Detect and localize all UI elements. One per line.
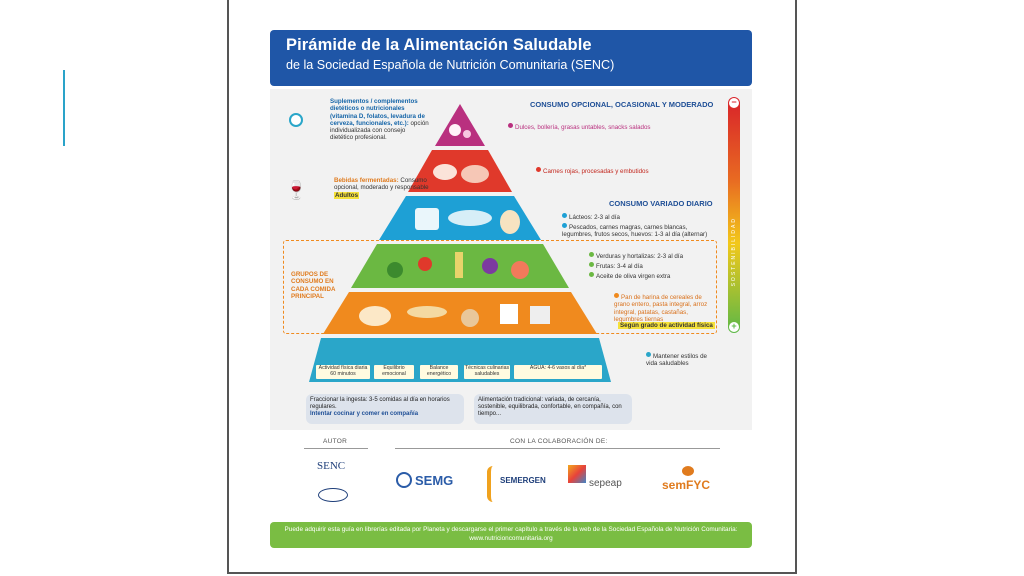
page-title: Pirámide de la Alimentación Saludable xyxy=(286,36,592,54)
page-subtitle: de la Sociedad Española de Nutrición Com… xyxy=(286,58,615,72)
meats-dot xyxy=(536,167,541,172)
dairy-text: Lácteos: 2-3 al día xyxy=(569,214,620,221)
semergen-emblem xyxy=(487,466,499,502)
drinks-tag: Adultos xyxy=(334,191,360,199)
pyramid-tier-cereals xyxy=(323,292,597,334)
semfyc-logo: semFYC xyxy=(662,478,711,492)
fruit-dot xyxy=(589,262,594,267)
traditional-box: Alimentación tradicional: variada, de ce… xyxy=(474,394,632,424)
fruit-text: Frutas: 3-4 al día xyxy=(596,263,643,270)
colab-rule xyxy=(395,448,720,449)
base-label-water: AGUA: 4-6 vasos al día* xyxy=(514,365,602,379)
semergen-logo: SEMERGEN xyxy=(500,476,546,485)
sweets-note: Dulces, bollería, grasas untables, snack… xyxy=(508,123,651,131)
supplements-detail: opción individualizada con consejo dieté… xyxy=(330,119,429,142)
fraction-box: Fraccionar la ingesta: 3-5 comidas al dí… xyxy=(306,394,464,424)
base-label-activity: Actividad física diaria 60 minutos xyxy=(316,365,370,379)
supplements-icon xyxy=(289,113,303,127)
supplements-note: Suplementos / complementos dietéticos o … xyxy=(330,98,430,142)
groups-frame xyxy=(283,240,717,334)
colab-label: CON LA COLABORACIÓN DE: xyxy=(510,438,608,445)
minus-icon: − xyxy=(729,98,739,108)
meats-text: Carnes rojas, procesadas y embutidos xyxy=(543,168,649,175)
veg-dot xyxy=(589,252,594,257)
fruit-note: Frutas: 3-4 al día xyxy=(589,262,643,270)
base-label-energy: Balance energético xyxy=(420,365,458,379)
sweets-text: Dulces, bollería, grasas untables, snack… xyxy=(515,124,651,131)
protein-note: Pescados, carnes magras, carnes blancas,… xyxy=(562,223,714,239)
semg-emblem xyxy=(396,472,412,488)
semfyc-emblem xyxy=(682,466,694,476)
cereals-text: Pan de harina de cereales de grano enter… xyxy=(614,294,708,323)
food-pyramid xyxy=(309,104,611,382)
meats-note: Carnes rojas, procesadas y embutidos xyxy=(536,167,649,175)
protein-text: Pescados, carnes magras, carnes blancas,… xyxy=(562,224,708,239)
oil-dot xyxy=(589,272,594,277)
groups-label: GRUPOS DE CONSUMO EN CADA COMIDA PRINCIP… xyxy=(291,271,336,300)
autor-rule xyxy=(304,448,368,449)
title-banner: Pirámide de la Alimentación Saludable de… xyxy=(270,30,752,86)
autor-label: AUTOR xyxy=(323,438,348,445)
sustainability-meter: − SOSTENIBILIDAD + xyxy=(728,97,740,333)
senc-emblem xyxy=(318,488,348,502)
base-label-emotional: Equilibrio emocional xyxy=(374,365,414,379)
lifestyle-text: Mantener estilos de vida saludables xyxy=(646,353,707,368)
senc-logo: SENC xyxy=(317,460,346,472)
accent-bar xyxy=(63,70,65,146)
drinks-detail: Consumo opcional, moderado y responsable xyxy=(334,177,429,192)
traditional-text: Alimentación tradicional: variada, de ce… xyxy=(478,397,622,418)
cereals-dot xyxy=(614,293,619,298)
oil-note: Aceite de oliva virgen extra xyxy=(589,272,670,280)
varied-header: CONSUMO VARIADO DIARIO xyxy=(609,199,713,208)
sepeap-emblem xyxy=(568,465,586,483)
protein-dot xyxy=(562,223,567,228)
wine-glass-icon: 🍷 xyxy=(285,180,308,200)
plus-icon: + xyxy=(729,322,739,332)
cook-line: Intentar cocinar y comer en compañía xyxy=(310,411,419,418)
veg-note: Verduras y hortalizas: 2-3 al día xyxy=(589,252,683,260)
pyramid-tier-sweets xyxy=(435,104,485,146)
lifestyle-note: Mantener estilos de vida saludables xyxy=(646,352,716,368)
drinks-note: Bebidas fermentadas: Consumo opcional, m… xyxy=(334,177,432,199)
sweets-dot xyxy=(508,123,513,128)
sustainability-label: SOSTENIBILIDAD xyxy=(731,217,737,287)
pyramid-tier-meats xyxy=(408,150,512,192)
footer-banner: Puede adquirir esta guía en librerías ed… xyxy=(270,522,752,548)
supplements-label: Suplementos / complementos dietéticos o … xyxy=(330,98,425,127)
lifestyle-dot xyxy=(646,352,651,357)
oil-text: Aceite de oliva virgen extra xyxy=(596,273,671,280)
fraction-line: Fraccionar la ingesta: 3-5 comidas al dí… xyxy=(310,397,450,411)
optional-header: CONSUMO OPCIONAL, OCASIONAL Y MODERADO xyxy=(530,100,714,109)
dairy-dot xyxy=(562,213,567,218)
cereals-tag: Según grado de actividad física xyxy=(618,322,715,330)
cereals-note: Pan de harina de cereales de grano enter… xyxy=(614,293,714,323)
sepeap-logo: sepeap xyxy=(589,478,622,489)
semg-logo: SEMG xyxy=(415,473,454,488)
base-label-cooking: Técnicas culinarias saludables xyxy=(464,365,510,379)
dairy-note: Lácteos: 2-3 al día xyxy=(562,213,620,221)
drinks-label: Bebidas fermentadas: xyxy=(334,177,399,184)
veg-text: Verduras y hortalizas: 2-3 al día xyxy=(596,253,684,260)
